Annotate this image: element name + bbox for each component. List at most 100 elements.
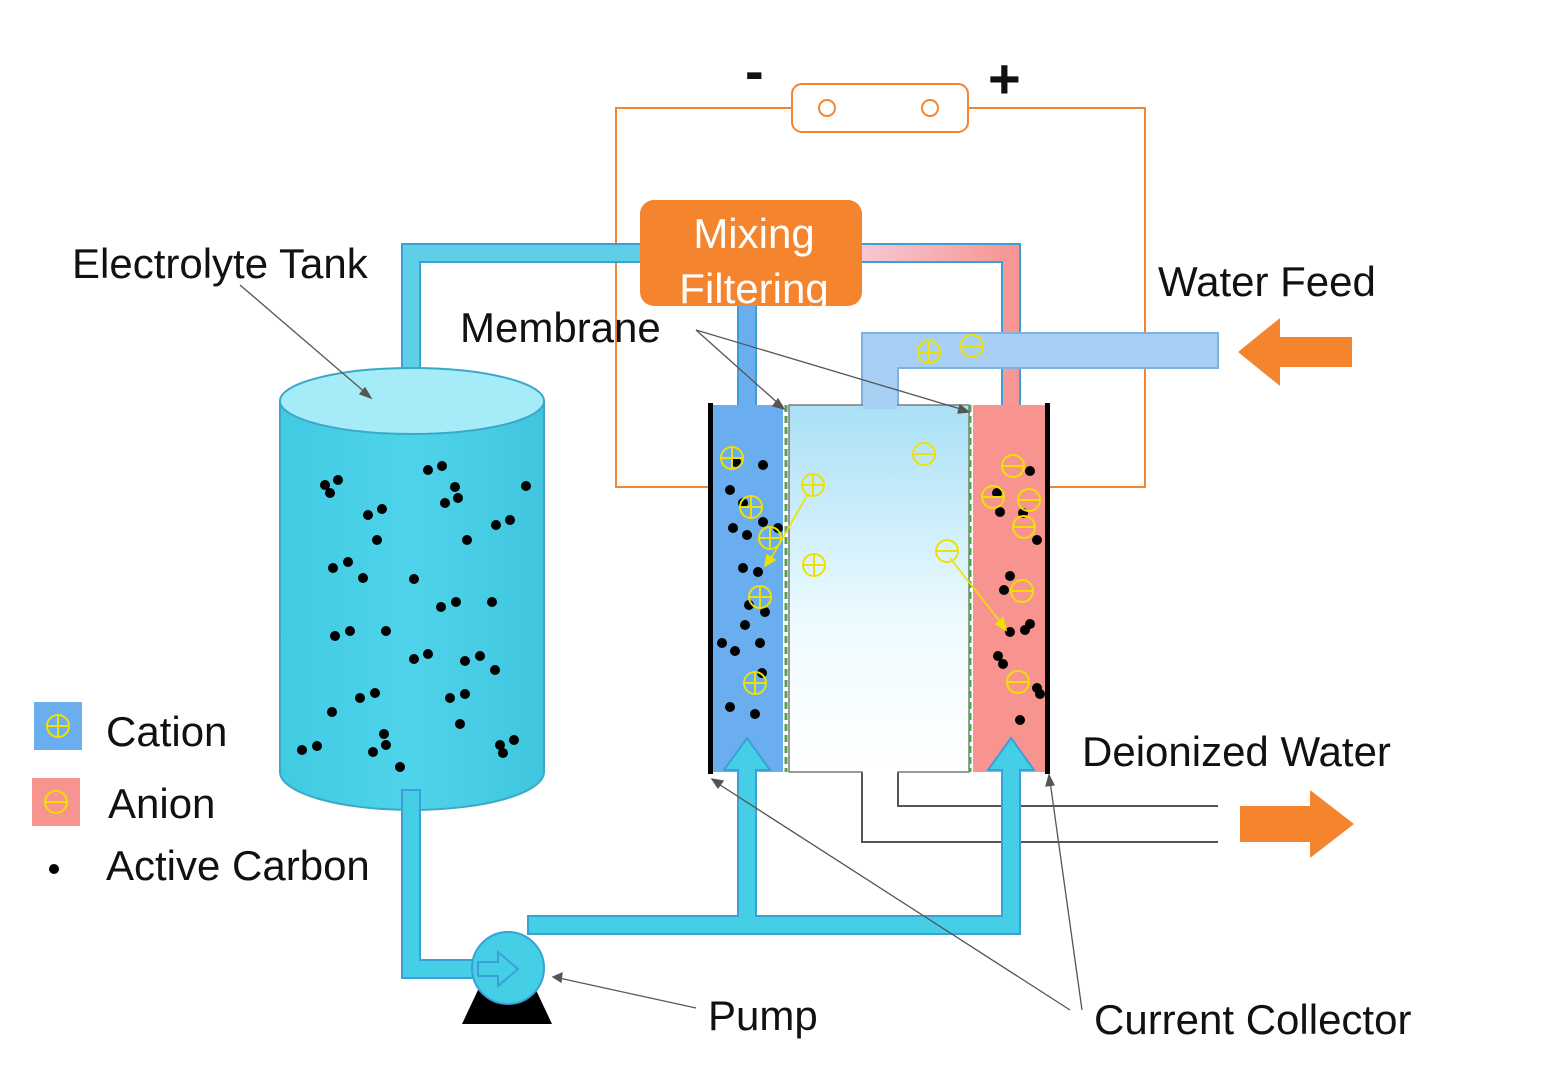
return-pipe-cathode [737,299,757,411]
mixing-filtering-box [640,200,862,306]
carbon-particle [381,740,391,750]
carbon-particle [450,482,460,492]
anode-electrode [973,405,1046,772]
power-minus-sign: - [745,39,764,102]
cation-ion [720,446,744,470]
carbon-particle [363,510,373,520]
cation-ion [802,553,826,577]
legend-carbon: Active Carbon [49,842,370,889]
carbon-particle [320,480,330,490]
carbon-particle [445,693,455,703]
carbon-particle [773,523,783,533]
anion-ion [960,334,984,358]
carbon-particle [498,748,508,758]
carbon-particle [521,481,531,491]
membrane-label: Membrane [460,304,661,351]
anion-ion [1017,488,1041,512]
legend-cation-label: Cation [106,708,227,755]
carbon-particle [381,626,391,636]
current-collector-label: Current Collector [1094,996,1411,1043]
electrolyte-tank-label: Electrolyte Tank [72,240,369,287]
carbon-particle [490,665,500,675]
carbon-particle [998,659,1008,669]
carbon-particle [491,520,501,530]
carbon-particle [760,607,770,617]
carbon-particle [731,457,741,467]
tank-active-carbon [297,461,531,772]
carbon-particle [509,735,519,745]
ions [720,334,1041,695]
carbon-particle [495,740,505,750]
legend-anion: Anion [32,778,215,827]
carbon-particle [358,573,368,583]
carbon-particle [343,557,353,567]
carbon-particle [368,747,378,757]
power-source [791,83,969,133]
carbon-particle [1020,625,1030,635]
carbon-particle [423,465,433,475]
carbon-particle [437,461,447,471]
carbon-particle [992,488,1002,498]
carbon-particle [728,523,738,533]
carbon-particle [372,535,382,545]
carbon-particle [999,585,1009,595]
carbon-particle [758,517,768,527]
desalination-channel [788,404,970,773]
carbon-particle [460,656,470,666]
carbon-particle [440,498,450,508]
electrolyte-tank [279,367,545,811]
carbon-particle [312,741,322,751]
pump-label: Pump [708,992,818,1039]
carbon-particle [730,646,740,656]
pump [462,931,552,1024]
carbon-particle [750,709,760,719]
cation-ion [748,585,772,609]
carbon-particle [423,649,433,659]
carbon-particle [725,702,735,712]
anion-ion [981,485,1005,509]
carbon-particle [455,719,465,729]
carbon-particle [740,620,750,630]
deionized-water-arrow [1240,790,1354,858]
carbon-particle [475,651,485,661]
carbon-particle [1035,689,1045,699]
power-plus-sign: + [988,47,1021,110]
carbon-particle [753,567,763,577]
cation-ion [739,495,763,519]
carbon-particle [325,488,335,498]
carbon-particle [1015,715,1025,725]
filtering-label: Filtering [679,265,828,312]
carbon-particle [409,654,419,664]
deionized-water-label: Deionized Water [1082,728,1391,775]
carbon-particle [379,729,389,739]
anion-ion [1001,454,1025,478]
anion-ion [912,442,936,466]
anion-ion [1010,579,1034,603]
anion-ion [935,539,959,563]
mixing-label: Mixing [693,210,814,257]
carbon-particle [738,563,748,573]
carbon-particle [757,668,767,678]
carbon-particle [355,693,365,703]
water-feed-label: Water Feed [1158,258,1376,305]
deionized-outlet-pipe [861,762,1218,843]
carbon-particle [328,563,338,573]
legend-anion-label: Anion [108,780,215,827]
carbon-particle [395,762,405,772]
carbon-particle [1025,466,1035,476]
carbon-particle [717,638,727,648]
carbon-particle [330,631,340,641]
circuit-wire [615,107,1146,488]
cation-ion [743,671,767,695]
carbon-particle [297,745,307,755]
water-feed-pipe [861,332,1219,411]
carbon-particle [993,651,1003,661]
leader-lines [239,284,1083,1011]
carbon-particle [345,626,355,636]
carbon-particle [377,504,387,514]
carbon-particle [333,475,343,485]
ion-migration-arrows [763,493,1008,632]
carbon-particle [370,688,380,698]
cation-ion [917,340,941,364]
